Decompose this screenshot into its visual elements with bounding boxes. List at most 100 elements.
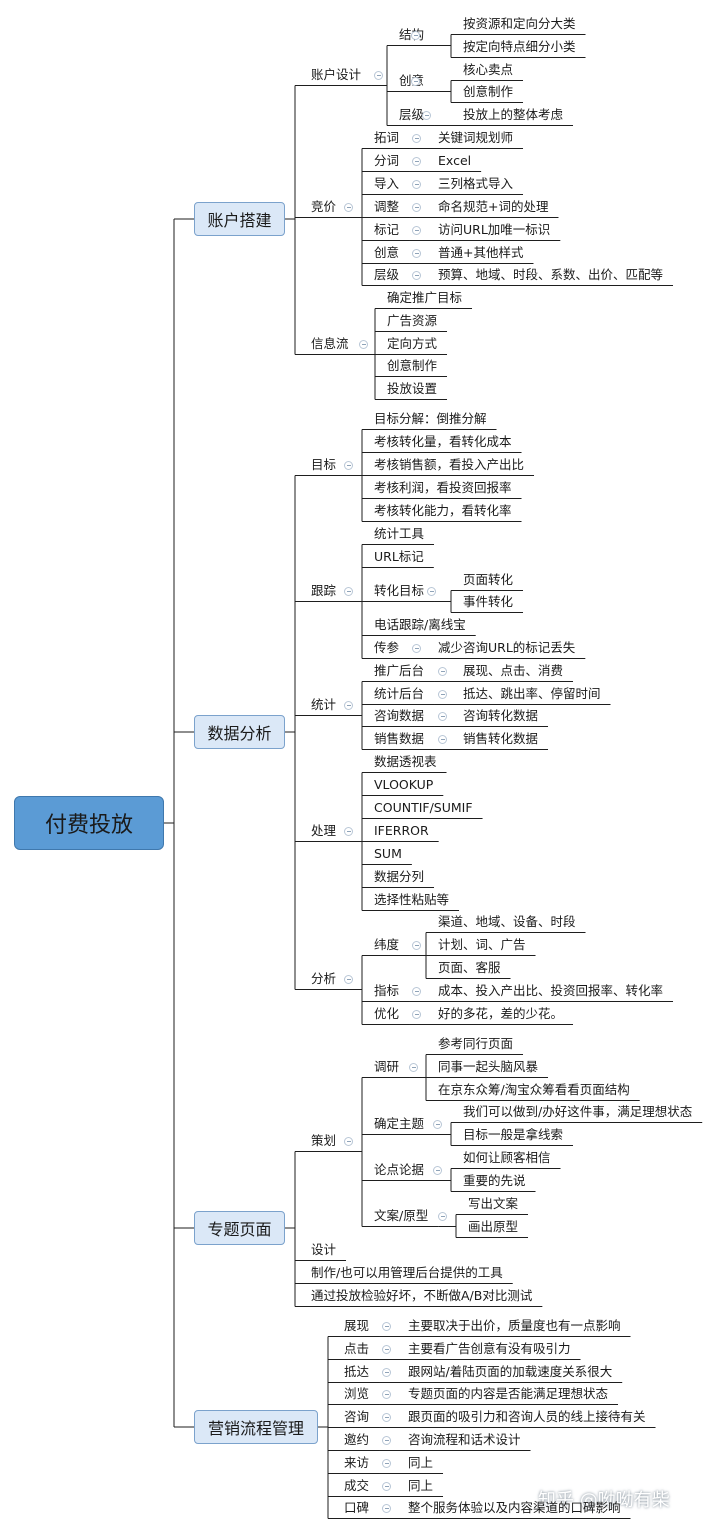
branch-marketing-flow[interactable]: 营销流程管理	[194, 1410, 318, 1444]
node-0-2-1[interactable]: 广告资源	[387, 313, 438, 328]
node-3-2[interactable]: 抵达	[344, 1364, 370, 1379]
node-0-0-2[interactable]: 层级	[399, 107, 425, 122]
node-2-3[interactable]: 通过投放检验好坏，不断做A/B对比测试	[311, 1288, 533, 1303]
node-3-7[interactable]: 成交	[344, 1478, 370, 1493]
node-1-0[interactable]: 目标	[311, 457, 337, 472]
collapse-icon[interactable]	[382, 1413, 391, 1422]
node-1-4-2-0[interactable]: 好的多花，差的少花。	[438, 1006, 564, 1021]
node-0-1-1-0[interactable]: Excel	[438, 153, 472, 168]
node-1-1-2-0[interactable]: 页面转化	[463, 572, 514, 587]
node-0-0-1-0[interactable]: 核心卖点	[463, 62, 514, 77]
node-1-4-1[interactable]: 指标	[374, 983, 400, 998]
node-2-0-1-1[interactable]: 目标一般是拿线索	[463, 1127, 564, 1142]
node-1-0-2[interactable]: 考核销售额，看投入产出比	[374, 457, 525, 472]
collapse-icon[interactable]	[438, 735, 447, 744]
node-3-5-0[interactable]: 咨询流程和话术设计	[408, 1432, 521, 1447]
collapse-icon[interactable]	[438, 667, 447, 676]
node-1-3-4[interactable]: SUM	[374, 846, 402, 861]
collapse-icon[interactable]	[427, 587, 436, 596]
node-0-2-4[interactable]: 投放设置	[387, 381, 438, 396]
node-0-1-0[interactable]: 拓词	[374, 130, 400, 145]
node-3-0[interactable]: 展现	[344, 1318, 370, 1333]
node-3-4[interactable]: 咨询	[344, 1409, 370, 1424]
collapse-icon[interactable]	[344, 827, 353, 836]
node-0-1-3-0[interactable]: 命名规范+词的处理	[438, 199, 549, 214]
collapse-icon[interactable]	[422, 111, 431, 120]
branch-topic-page[interactable]: 专题页面	[194, 1211, 285, 1245]
collapse-icon[interactable]	[438, 1212, 447, 1221]
node-2-0-3[interactable]: 文案/原型	[374, 1208, 429, 1223]
node-0-0-2-0[interactable]: 投放上的整体考虑	[463, 107, 564, 122]
node-0-1-2[interactable]: 导入	[374, 176, 400, 191]
collapse-icon[interactable]	[412, 134, 421, 143]
collapse-icon[interactable]	[412, 180, 421, 189]
node-1-1[interactable]: 跟踪	[311, 583, 337, 598]
collapse-icon[interactable]	[412, 226, 421, 235]
node-1-2-3[interactable]: 销售数据	[374, 731, 425, 746]
node-2-0[interactable]: 策划	[311, 1133, 337, 1148]
collapse-icon[interactable]	[411, 77, 420, 86]
node-3-1-0[interactable]: 主要看广告创意有没有吸引力	[408, 1341, 571, 1356]
node-1-1-0[interactable]: 统计工具	[374, 526, 425, 541]
collapse-icon[interactable]	[433, 1166, 442, 1175]
node-2-0-1-0[interactable]: 我们可以做到/办好这件事，满足理想状态	[463, 1104, 693, 1119]
collapse-icon[interactable]	[409, 1063, 418, 1072]
node-1-3-2[interactable]: COUNTIF/SUMIF	[374, 800, 473, 815]
node-3-6-0[interactable]: 同上	[408, 1455, 434, 1470]
node-2-0-3-1[interactable]: 画出原型	[468, 1219, 519, 1234]
node-2-0-2-1[interactable]: 重要的先说	[463, 1173, 526, 1188]
node-1-3[interactable]: 处理	[311, 823, 337, 838]
node-3-4-0[interactable]: 跟页面的吸引力和咨询人员的线上接待有关	[408, 1409, 646, 1424]
node-3-8-0[interactable]: 整个服务体验以及内容渠道的口碑影响	[408, 1500, 621, 1515]
node-3-7-0[interactable]: 同上	[408, 1478, 434, 1493]
node-0-0-0-1[interactable]: 按定向特点细分小类	[463, 39, 576, 54]
node-0-1-5[interactable]: 创意	[374, 245, 400, 260]
node-2-0-1[interactable]: 确定主题	[374, 1116, 425, 1131]
node-1-3-6[interactable]: 选择性粘贴等	[374, 892, 450, 907]
node-3-1[interactable]: 点击	[344, 1341, 370, 1356]
collapse-icon[interactable]	[382, 1390, 391, 1399]
node-1-1-2[interactable]: 转化目标	[374, 583, 425, 598]
node-1-2[interactable]: 统计	[311, 697, 337, 712]
node-1-4[interactable]: 分析	[311, 971, 337, 986]
node-1-2-1-0[interactable]: 抵达、跳出率、停留时间	[463, 686, 601, 701]
collapse-icon[interactable]	[344, 1137, 353, 1146]
node-0-1-0-0[interactable]: 关键词规划师	[438, 130, 514, 145]
node-1-3-1[interactable]: VLOOKUP	[374, 777, 434, 792]
collapse-icon[interactable]	[438, 712, 447, 721]
collapse-icon[interactable]	[411, 31, 420, 40]
node-3-3[interactable]: 浏览	[344, 1386, 370, 1401]
collapse-icon[interactable]	[382, 1482, 391, 1491]
node-0-1-2-0[interactable]: 三列格式导入	[438, 176, 514, 191]
collapse-icon[interactable]	[344, 587, 353, 596]
node-2-2[interactable]: 制作/也可以用管理后台提供的工具	[311, 1265, 503, 1280]
collapse-icon[interactable]	[359, 340, 368, 349]
collapse-icon[interactable]	[382, 1368, 391, 1377]
node-3-6[interactable]: 来访	[344, 1455, 370, 1470]
node-2-0-0-0[interactable]: 参考同行页面	[438, 1036, 514, 1051]
node-1-0-4[interactable]: 考核转化能力，看转化率	[374, 503, 512, 518]
collapse-icon[interactable]	[382, 1345, 391, 1354]
collapse-icon[interactable]	[344, 701, 353, 710]
collapse-icon[interactable]	[412, 271, 421, 280]
node-0-1-4[interactable]: 标记	[374, 222, 400, 237]
root-node[interactable]: 付费投放	[14, 796, 164, 850]
node-1-1-4-0[interactable]: 减少咨询URL的标记丢失	[438, 640, 576, 655]
node-2-0-2[interactable]: 论点论据	[374, 1162, 425, 1177]
node-1-1-2-1[interactable]: 事件转化	[463, 594, 514, 609]
collapse-icon[interactable]	[382, 1504, 391, 1513]
node-1-2-3-0[interactable]: 销售转化数据	[463, 731, 539, 746]
collapse-icon[interactable]	[382, 1322, 391, 1331]
node-0-2[interactable]: 信息流	[311, 336, 349, 351]
node-3-0-0[interactable]: 主要取决于出价，质量度也有一点影响	[408, 1318, 621, 1333]
node-1-3-3[interactable]: IFERROR	[374, 823, 429, 838]
collapse-icon[interactable]	[433, 1120, 442, 1129]
node-1-4-0-0[interactable]: 渠道、地域、设备、时段	[438, 914, 576, 929]
collapse-icon[interactable]	[374, 71, 383, 80]
node-0-1-4-0[interactable]: 访问URL加唯一标识	[438, 222, 551, 237]
node-1-4-0-1[interactable]: 计划、词、广告	[438, 937, 526, 952]
collapse-icon[interactable]	[344, 975, 353, 984]
node-1-4-2[interactable]: 优化	[374, 1006, 400, 1021]
collapse-icon[interactable]	[412, 644, 421, 653]
node-1-1-3[interactable]: 电话跟踪/离线宝	[374, 617, 466, 632]
